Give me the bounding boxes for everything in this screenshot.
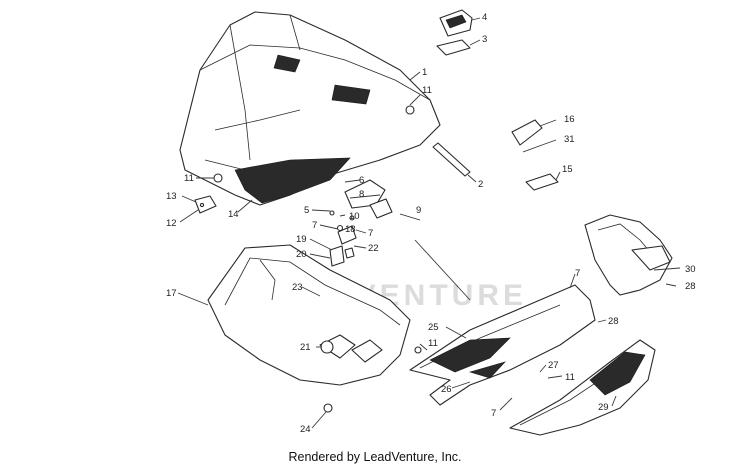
callout-label: 31	[564, 134, 575, 145]
callout-label: 30	[685, 264, 696, 275]
callout-label: 28	[685, 281, 696, 292]
callout-label: 9	[416, 205, 421, 216]
part-lower-panel	[509, 339, 656, 436]
callout-label: 11	[422, 85, 432, 96]
callout-label: 27	[548, 360, 559, 371]
callout-label: 22	[368, 243, 379, 254]
part-vent-grille	[436, 9, 473, 56]
callout-label: 17	[166, 288, 177, 299]
callout-label: 15	[562, 164, 573, 175]
footer-credit: Rendered by LeadVenture, Inc.	[288, 450, 462, 464]
callout-label: 7	[575, 268, 580, 279]
leader-lines	[177, 17, 681, 429]
callout-label: 24	[300, 424, 311, 435]
callout-label: 18	[345, 224, 356, 235]
callout-label: 11	[565, 372, 575, 383]
callout-label: 28	[608, 316, 619, 327]
callout-label: 23	[292, 282, 303, 293]
part-footwell	[584, 214, 673, 296]
part-storage-tub	[207, 244, 422, 413]
callout-label: 4	[482, 12, 487, 23]
callout-label: 7	[491, 408, 496, 419]
part-hood	[179, 11, 441, 206]
part-latch-plate	[194, 195, 217, 214]
callout-labels: 1 2 3 4 5 6 7 7 7 7 8 9 10 11 11 11 11 1…	[166, 12, 696, 435]
callout-label: 6	[359, 175, 364, 186]
callout-label: 10	[349, 211, 360, 222]
part-pads-and-clips	[511, 119, 559, 191]
part-strip	[432, 142, 471, 177]
callout-label: 5	[304, 205, 309, 216]
callout-label: 1	[422, 67, 427, 78]
part-fasteners	[329, 210, 421, 267]
callout-label: 21	[300, 342, 311, 353]
callout-label: 3	[482, 34, 487, 45]
callout-label: 8	[359, 189, 364, 200]
callout-label: 2	[478, 179, 483, 190]
callout-label: 19	[296, 234, 307, 245]
callout-label: 7	[368, 228, 373, 239]
callout-label: 11	[184, 173, 194, 184]
part-hinge-brackets	[344, 179, 393, 219]
callout-label: 29	[598, 402, 609, 413]
part-side-panel	[409, 284, 596, 406]
callout-label: 11	[428, 338, 438, 349]
callout-label: 20	[296, 249, 307, 260]
callout-label: 26	[441, 384, 452, 395]
callout-label: 13	[166, 191, 177, 202]
callout-label: 25	[428, 322, 439, 333]
callout-label: 7	[312, 220, 317, 231]
callout-label: 12	[166, 218, 177, 229]
callout-label: 16	[564, 114, 575, 125]
callout-label: 14	[228, 209, 239, 220]
